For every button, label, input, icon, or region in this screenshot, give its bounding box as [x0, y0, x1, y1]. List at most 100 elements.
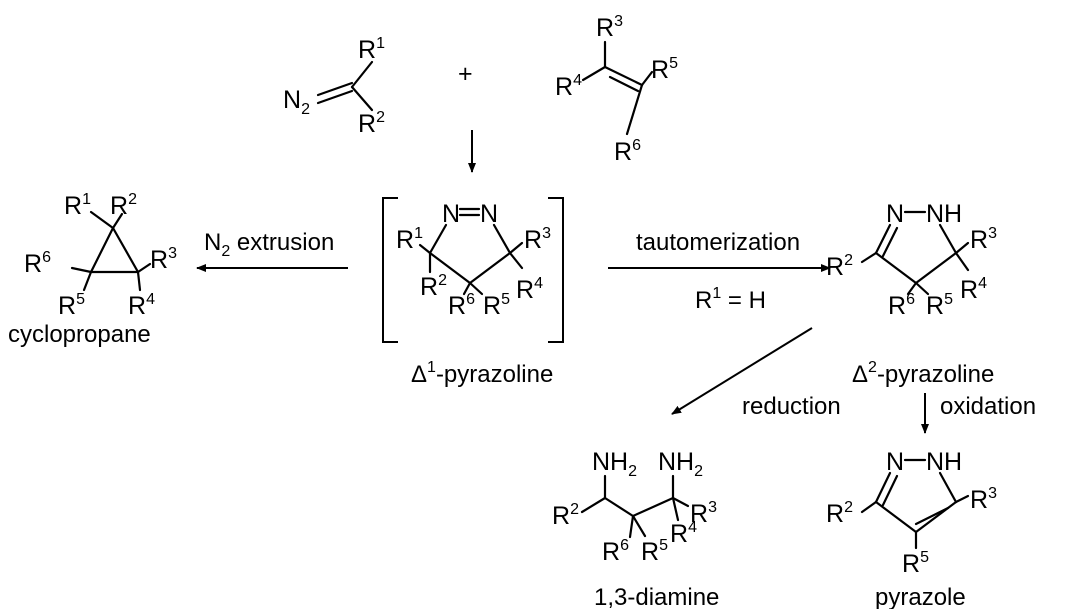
pyrazoline1-r2: R2	[420, 272, 447, 301]
cyclopropane-r2: R2	[110, 191, 137, 220]
bond	[906, 281, 918, 296]
diamine-nh2-right: NH2	[658, 448, 703, 480]
bond	[631, 514, 647, 538]
bond	[136, 262, 152, 274]
bond	[954, 494, 970, 504]
pyrazole-r3: R3	[970, 485, 997, 514]
pyrazole-r2: R2	[826, 499, 853, 528]
bond	[860, 500, 878, 514]
cyclopropane-r5: R5	[58, 291, 85, 320]
reduction-label: reduction	[742, 393, 841, 420]
bracket-right	[548, 197, 564, 343]
pyrazoline2-r4: R4	[960, 275, 987, 304]
bond	[874, 223, 892, 255]
bond	[89, 210, 115, 230]
pyrazoline2-r6: R6	[888, 291, 915, 320]
cyclopropane: R1 R2 R6 R3 R5 R4 cyclopropane	[8, 191, 177, 348]
bond	[954, 251, 970, 272]
bond	[938, 223, 958, 255]
bond	[418, 243, 432, 255]
cyclopropane-r4: R4	[128, 291, 155, 320]
bond	[914, 251, 958, 285]
diamine-r2: R2	[552, 501, 579, 530]
pyrazoline1-r1: R1	[396, 225, 423, 254]
alkene-r3: R3	[596, 13, 623, 42]
bond	[70, 266, 93, 274]
cyclopropane-r6: R6	[24, 249, 51, 278]
bond	[462, 281, 472, 296]
bond	[608, 75, 640, 93]
alkene: R3 R4 R5 R6	[555, 13, 678, 166]
oxidation-label: oxidation	[940, 393, 1036, 420]
pyrazoline1-r3: R3	[524, 225, 551, 254]
diamine-r3: R3	[690, 499, 717, 528]
pyrazole-n: N	[886, 448, 904, 476]
diazo-n2: N2	[283, 86, 310, 118]
bond	[82, 270, 93, 292]
bond	[603, 496, 635, 518]
alkene-r6: R6	[614, 137, 641, 166]
bond	[316, 81, 354, 97]
bond	[874, 500, 918, 534]
bond	[625, 83, 644, 136]
bond	[508, 241, 524, 255]
diazo-compound: N2 R1 R2	[283, 35, 385, 138]
bond	[581, 65, 607, 82]
pyrazoline2-name: Δ2-pyrazoline	[852, 359, 994, 388]
bond	[468, 281, 484, 296]
bond	[874, 471, 892, 504]
pyrazoline2-r5: R5	[926, 291, 953, 320]
bond	[640, 70, 654, 87]
bond	[603, 65, 644, 87]
cyclopropane-r1: R1	[64, 191, 91, 220]
cyclopropane-name: cyclopropane	[8, 321, 151, 348]
bond	[136, 270, 142, 292]
tautomerization-label: tautomerization	[636, 229, 800, 256]
arrow-reduction	[671, 327, 813, 415]
bond	[89, 226, 115, 274]
bond	[468, 251, 512, 285]
bond	[954, 241, 970, 255]
alkene-r4: R4	[555, 72, 582, 101]
bond	[111, 226, 140, 274]
bond	[860, 251, 878, 264]
bond	[874, 251, 918, 285]
diamine-r4: R4	[670, 519, 697, 548]
bracket-left	[382, 197, 398, 343]
bond	[316, 89, 354, 105]
bond	[881, 226, 899, 258]
tautomerization-condition: R1 = H	[695, 285, 766, 314]
bond	[914, 281, 930, 296]
bond	[671, 496, 690, 508]
diamine-r5: R5	[641, 537, 668, 566]
bond	[492, 223, 512, 255]
pyrazoline2-r3: R3	[970, 225, 997, 254]
alkene-r5: R5	[651, 55, 678, 84]
diamine-name: 1,3-diamine	[594, 584, 719, 609]
pyrazoline1-r5: R5	[483, 291, 510, 320]
bond	[428, 251, 472, 285]
bond	[350, 85, 374, 112]
bond	[914, 506, 950, 526]
pyrazoline2-r2: R2	[826, 252, 853, 281]
diamine-nh2-left: NH2	[592, 448, 637, 480]
bond	[428, 223, 448, 255]
pyrazoline1-r6: R6	[448, 291, 475, 320]
bond	[671, 496, 680, 522]
bond	[508, 251, 524, 270]
delta1-pyrazoline: N N R1 R3 R2 R6 R5 R4 Δ1-pyrazoline	[382, 197, 564, 388]
pyrazoline1-name: Δ1-pyrazoline	[411, 359, 553, 388]
diazo-r1: R1	[358, 35, 385, 64]
plus-sign: +	[458, 60, 473, 88]
bond	[914, 500, 958, 534]
diamine-r6: R6	[602, 537, 629, 566]
bond	[628, 514, 635, 539]
bond	[881, 474, 899, 507]
pyrazoline1-n-right: N	[480, 200, 498, 228]
cyclopropane-r3: R3	[150, 245, 177, 274]
extrusion-label: N2 extrusion	[204, 229, 334, 260]
pyrazole-r5: R5	[902, 549, 929, 578]
bond	[580, 496, 607, 514]
delta2-pyrazoline: N NH R2 R3 R6 R5 R4 Δ2-pyrazoline	[826, 200, 997, 388]
